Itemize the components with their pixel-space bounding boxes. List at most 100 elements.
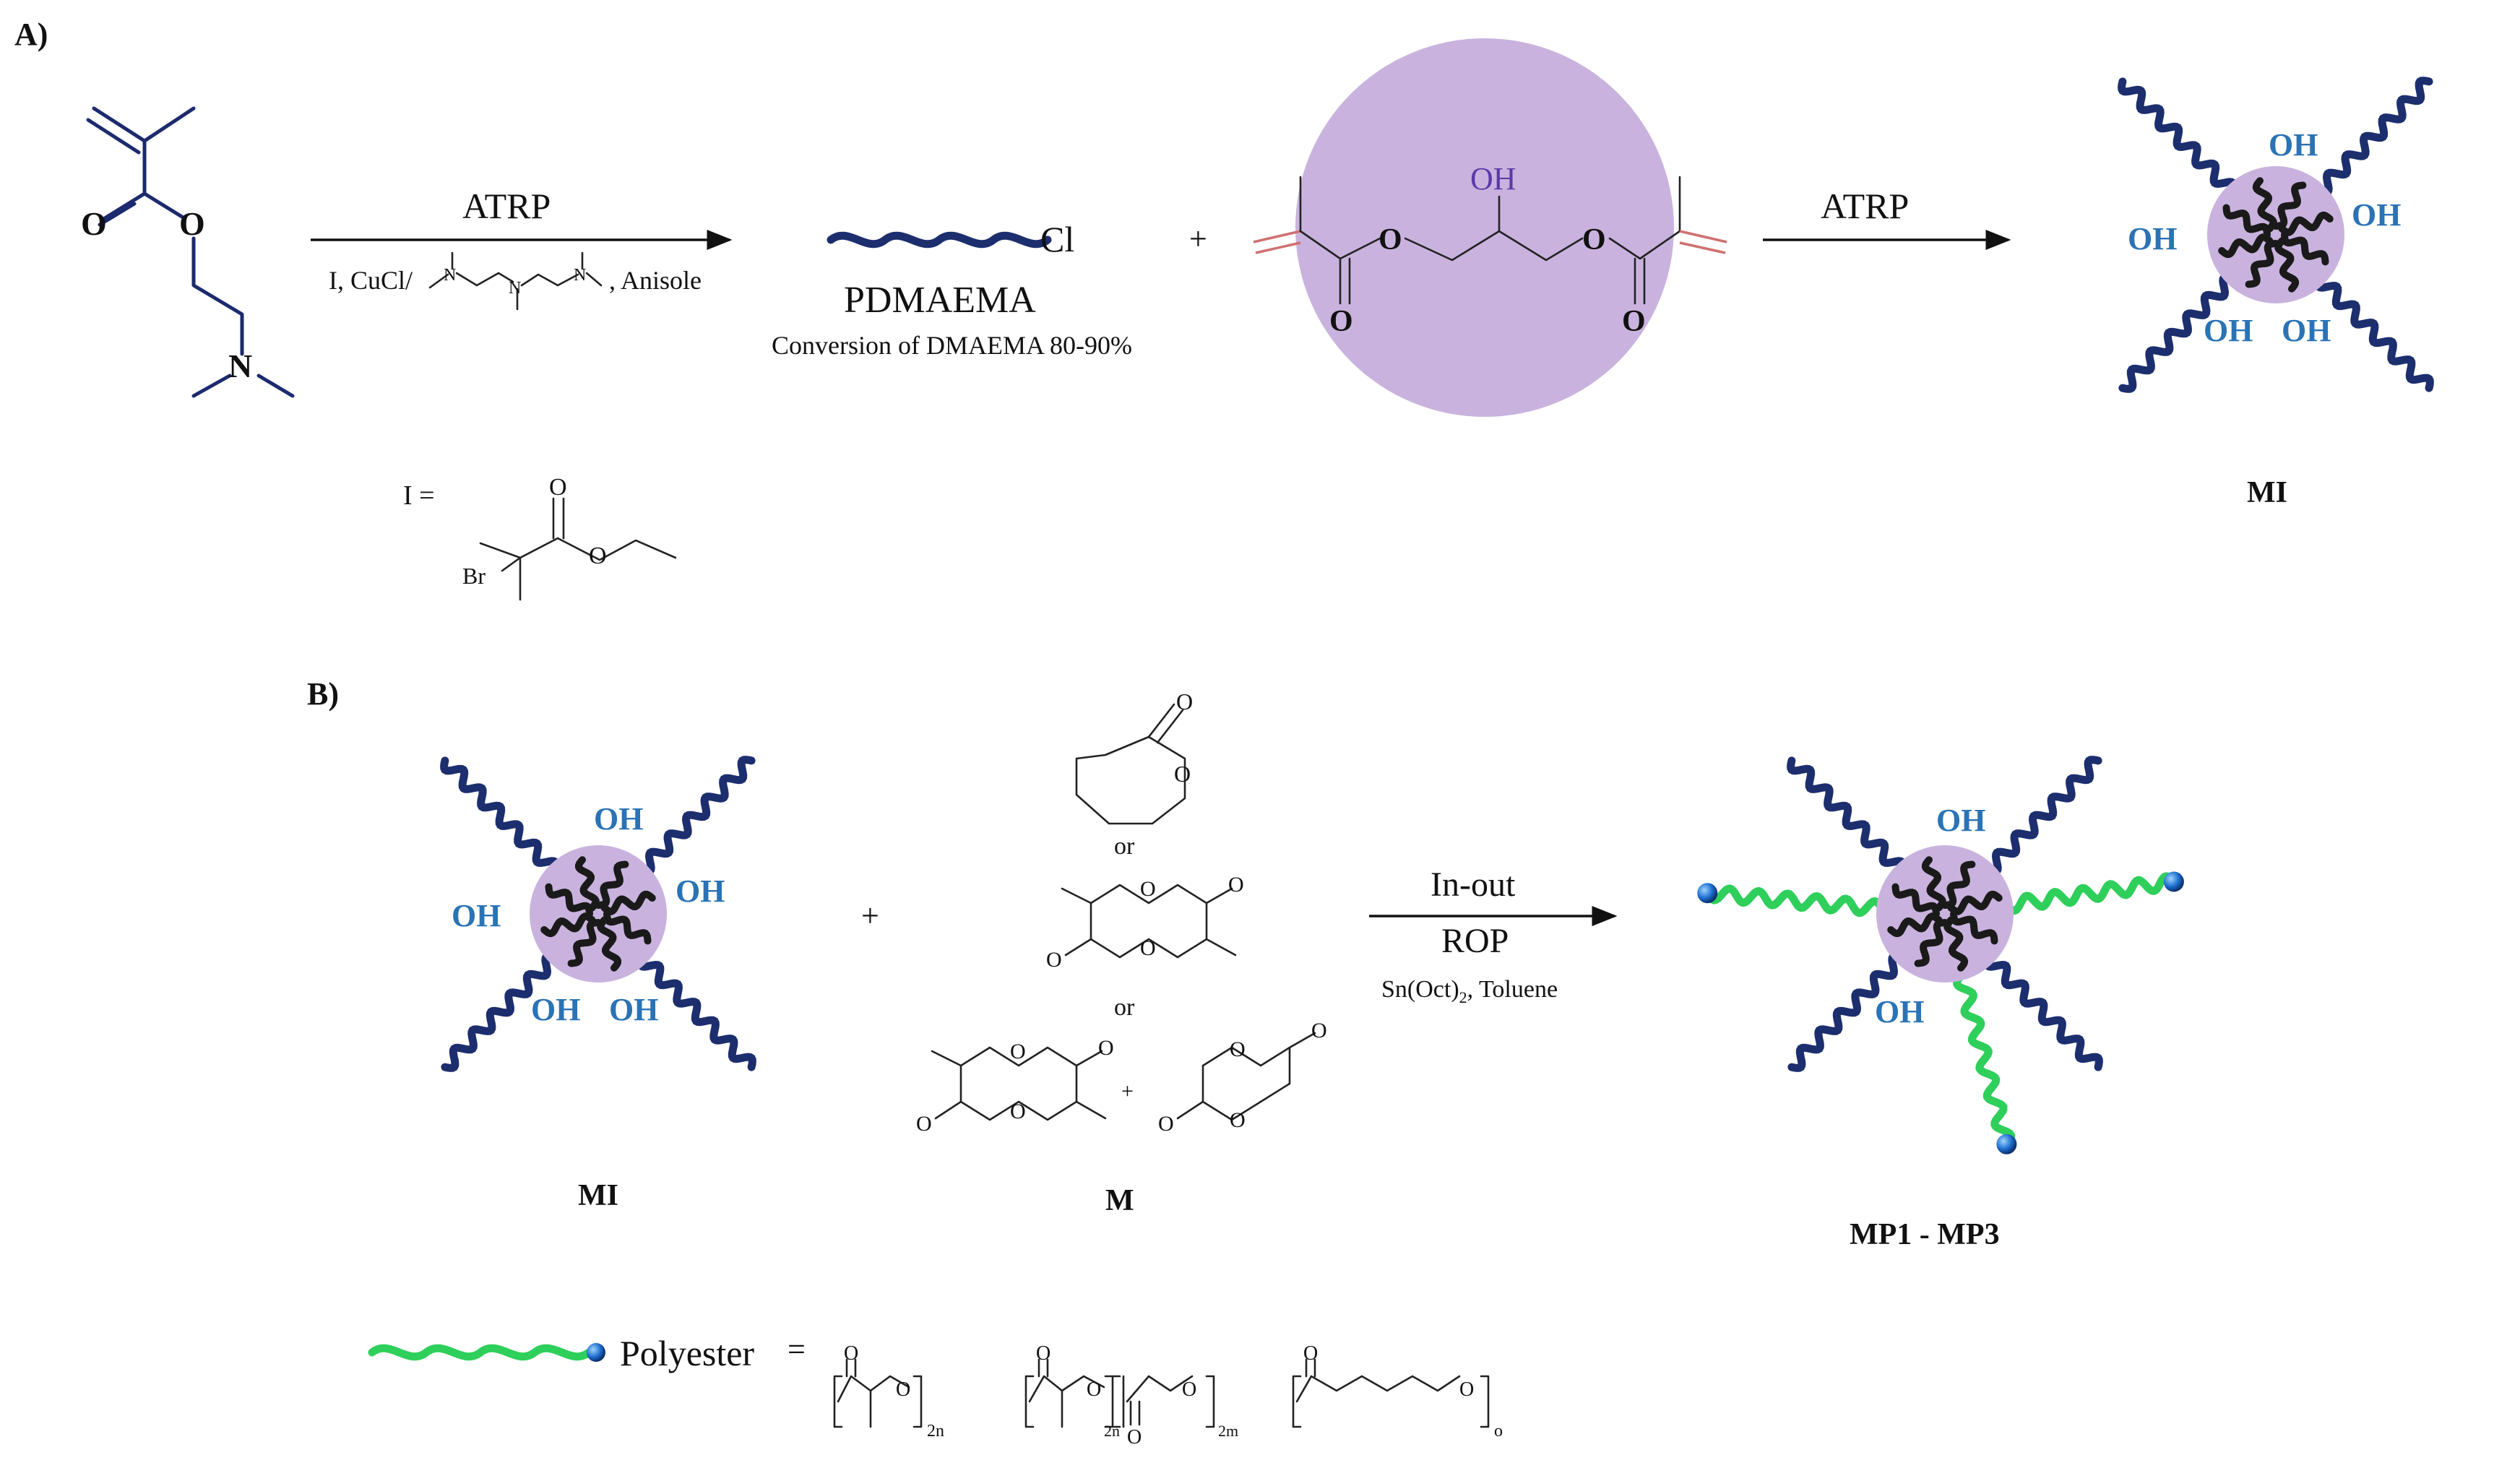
polyester-end-bead (2163, 871, 2184, 892)
initiator: I = O O Br (403, 474, 677, 601)
dmaema-n: N (228, 347, 252, 384)
crosslinker-o-right: O (1582, 223, 1606, 256)
core-crosslink-chain (2281, 231, 2329, 266)
dmaema-ester-o: O (179, 205, 205, 242)
core-crosslink-chain (2278, 211, 2334, 236)
atrp-conditions-suffix: , Anisole (609, 266, 702, 295)
polyester-end-bead (1996, 1134, 2017, 1154)
star-b-oh-bottom-right: OH (609, 992, 658, 1027)
core-crosslink-chain (1950, 910, 1998, 945)
pcl-sub-o: o (1494, 1422, 1503, 1441)
gl-o-1: O (1230, 1037, 1246, 1061)
crosslinker-o-left-carbonyl: O (1329, 305, 1353, 338)
atrp-label-2: ATRP (1821, 186, 1909, 226)
core-crosslink-chain (2218, 233, 2274, 259)
pcl-o-carbonyl: O (1303, 1342, 1318, 1365)
pla-o-carbonyl: O (844, 1342, 858, 1365)
atrp-arrow-1: ATRP I, CuCl/ N N N , Anisole (311, 186, 733, 311)
rop-top-label: In-out (1431, 865, 1516, 904)
pdmaema-chain: Cl PDMAEMA Conversion of DMAEMA 80-90% (772, 219, 1132, 360)
or-2: or (1114, 994, 1135, 1021)
polyester-legend-chain (368, 1344, 593, 1361)
core-crosslink-chain (574, 856, 600, 912)
atrp-arrow-2: ATRP (1763, 186, 2011, 250)
core-crosslink-chain (540, 912, 596, 938)
product-oh-bottom: OH (1875, 994, 1924, 1029)
panel-b-label: B) (307, 676, 339, 712)
polyester-end-bead (587, 1343, 605, 1362)
pdmaema-name: PDMAEMA (844, 280, 1036, 321)
crosslinker-o-right-carbonyl: O (1622, 305, 1646, 338)
pdmaema-chain-end: Cl (1040, 219, 1074, 259)
core-crosslink-chain (1914, 919, 1949, 967)
monomers-label: M (1105, 1184, 1134, 1217)
core-crosslink-chain (2222, 204, 2271, 238)
star-b-oh-right: OH (676, 873, 725, 909)
core-crosslink-chain (2245, 240, 2279, 288)
la-o-4: O (1046, 948, 1062, 972)
initiator-prefix: I = (403, 480, 435, 511)
core-crosslink-chain (595, 860, 629, 909)
core-crosslink-chain (545, 883, 593, 918)
dmaema-carbonyl-o: O (81, 205, 107, 242)
pdmaema-conversion: Conversion of DMAEMA 80-90% (772, 331, 1132, 360)
pmdeta-n1: N (444, 266, 456, 285)
lg-o-4: O (916, 1112, 932, 1136)
atrp-label-1: ATRP (462, 186, 551, 226)
crosslinker-oh: OH (1470, 161, 1516, 197)
plga-sub-m: 2m (1218, 1422, 1238, 1440)
cl-carbonyl-o: O (1176, 688, 1193, 714)
plus-b: + (861, 898, 879, 933)
star-a-oh-top: OH (2269, 127, 2318, 163)
initiator-br: Br (462, 563, 486, 589)
plga-o-2: O (1087, 1378, 1101, 1401)
core-crosslink-chain (2252, 177, 2277, 233)
core-crosslink-chain (603, 910, 652, 945)
lg-o-1: O (1010, 1040, 1026, 1063)
lg-o-3: O (1098, 1036, 1114, 1060)
pmdeta-n2: N (509, 279, 521, 298)
monomers: O O or O O O O or O O O O + O O O O M (916, 688, 1327, 1217)
polyester-name: Polyester (620, 1333, 754, 1373)
polyester-eq: = (788, 1331, 806, 1367)
gl-o-3: O (1311, 1019, 1327, 1042)
core-crosslink-chain (1891, 883, 1940, 918)
gl-o-4: O (1158, 1112, 1174, 1136)
core-crosslink-chain (2274, 237, 2300, 293)
star-core (1876, 845, 2014, 983)
cl-ring-o: O (1174, 761, 1191, 787)
core-crosslink-chain (1921, 856, 1946, 912)
polyester-legend: Polyester = O O 2n O O O O 2n 2m O O o (368, 1331, 1503, 1448)
star-b-oh-top: OH (594, 801, 643, 837)
or-1: or (1114, 833, 1135, 860)
core-crosslink-chain (1943, 916, 1969, 972)
plus-small: + (1121, 1079, 1134, 1103)
initiator-ester-o: O (589, 543, 607, 569)
product-oh-top: OH (1936, 803, 1985, 838)
star-core (2207, 166, 2344, 303)
core-crosslink-chain (597, 916, 622, 972)
core-crosslink-chain (600, 890, 656, 915)
rop-arrow: In-out ROP Sn(Oct)2, Toluene (1369, 865, 1618, 1006)
pmdeta-n3: N (574, 266, 586, 285)
plga-o-3: O (1127, 1426, 1142, 1448)
crosslinker-core (1295, 38, 1674, 417)
star-polymer-product (1697, 756, 2184, 1154)
star-a-oh-left: OH (2128, 221, 2177, 256)
panel-a-label: A) (14, 17, 48, 52)
lg-o-2: O (1010, 1100, 1026, 1123)
plus-a: + (1189, 221, 1207, 256)
product-label: MP1 - MP3 (1850, 1218, 2000, 1251)
star-b-label: MI (578, 1179, 618, 1212)
crosslinker: OH O O O O (1253, 38, 1727, 417)
star-b-oh-left: OH (452, 898, 501, 933)
star-a-oh-right: OH (2352, 197, 2401, 233)
dmaema-monomer: O O N (81, 106, 295, 398)
plga-sub-n: 2n (1104, 1422, 1120, 1440)
rop-bottom-label: ROP (1441, 922, 1509, 960)
pla-sub-n: 2n (927, 1422, 944, 1441)
core-crosslink-chain (1941, 860, 1976, 909)
plga-o-4: O (1182, 1378, 1196, 1401)
polyester-end-bead (1697, 883, 1718, 904)
